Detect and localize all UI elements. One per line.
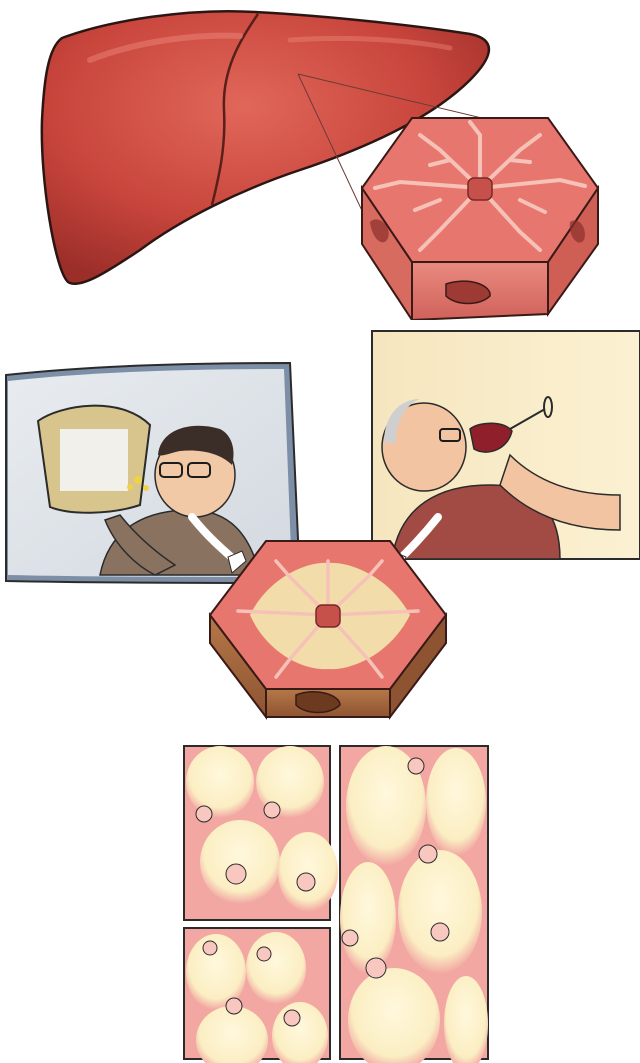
healthy-liver-section — [0, 0, 640, 320]
closeup-panel-2 — [184, 928, 330, 1063]
causes-illustration — [0, 325, 640, 720]
closeup-panel-3 — [340, 746, 488, 1063]
hepatocyte-closeups-section — [180, 742, 492, 1063]
closeup-panel-1 — [184, 746, 338, 920]
causes-section — [0, 325, 640, 720]
healthy-lobule-block — [362, 118, 598, 320]
wine-drinking-panel — [372, 331, 640, 559]
fatty-lobule-block — [210, 541, 446, 717]
fat-filled-cells — [180, 742, 492, 1063]
liver-illustration — [0, 0, 640, 320]
snack-eating-panel — [6, 363, 300, 583]
